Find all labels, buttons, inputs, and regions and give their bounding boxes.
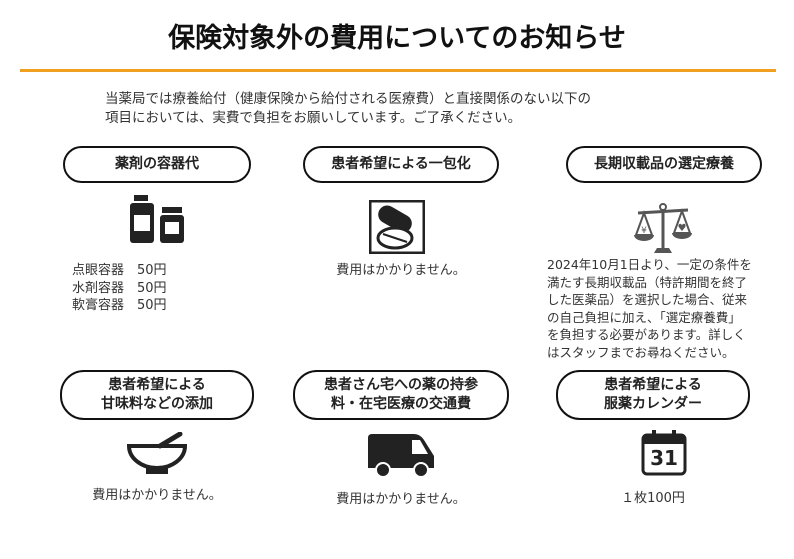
balance-scale-icon: ¥♥ (634, 203, 692, 253)
medicine-bottles-icon (130, 195, 184, 243)
item-label-container-fee: 薬剤の容器代 (63, 146, 251, 183)
intro-line: 項目においては、実費で負担をお願いしています。ご了承ください。 (105, 110, 522, 126)
text-line: の自己負担に加え、「選定療養費」 (547, 309, 741, 325)
item-label-one-pack: 患者希望による一包化 (303, 146, 499, 183)
label-text: 料・在宅医療の交通費 (331, 396, 471, 412)
text-line: はスタッフまでお尋ねください。 (547, 344, 735, 360)
calendar-icon: 31 (641, 430, 687, 476)
title-divider (20, 69, 776, 72)
mortar-bowl-icon (126, 432, 188, 474)
delivery-truck-icon (368, 434, 434, 478)
label-text: 患者さん宅への薬の持参 (324, 377, 478, 393)
item-label-selected-care: 長期収載品の選定療養 (566, 146, 762, 183)
text-line: 2024年10月1日より、一定の条件を (547, 257, 752, 272)
text-line: 満たす長期収載品（特許期間を終了 (547, 274, 748, 290)
item-text: 費用はかかりません。 (336, 263, 466, 278)
price-line: 点眼容器 50円 (72, 263, 167, 278)
price-line: 水剤容器 50円 (72, 280, 167, 296)
label-text: 服薬カレンダー (604, 396, 702, 412)
price-line: 軟膏容器 50円 (72, 298, 167, 313)
text-line: した医薬品）を選択した場合、従来 (547, 292, 748, 307)
label-text: 患者希望による一包化 (331, 156, 471, 172)
intro-text: 当薬局では療養給付（健康保険から給付される医療費）と直接関係のない以下の 項目に… (105, 90, 591, 128)
calendar-day: 31 (650, 446, 678, 470)
item-text: 点眼容器 50円 水剤容器 50円 軟膏容器 50円 (72, 262, 167, 315)
text-line: を負担する必要があります。詳しく (547, 327, 746, 342)
item-label-calendar: 患者希望による服薬カレンダー (556, 370, 750, 420)
pill-packet-icon (369, 200, 425, 254)
svg-text:♥: ♥ (678, 223, 687, 234)
page-title: 保険対象外の費用についてのお知らせ (168, 23, 626, 54)
intro-line: 当薬局では療養給付（健康保険から給付される医療費）と直接関係のない以下の (105, 91, 591, 107)
item-text: 費用はかかりません。 (92, 488, 222, 503)
label-text: 長期収載品の選定療養 (594, 156, 734, 172)
label-text: 患者希望による (604, 377, 702, 393)
item-label-sweetener: 患者希望による甘味料などの添加 (60, 370, 254, 420)
item-text: 費用はかかりません。 (336, 492, 466, 507)
item-text: １枚100円 (621, 491, 685, 506)
item-text: 2024年10月1日より、一定の条件を 満たす長期収載品（特許期間を終了 した医… (547, 256, 752, 361)
item-label-delivery: 患者さん宅への薬の持参料・在宅医療の交通費 (293, 370, 509, 420)
svg-text:¥: ¥ (641, 226, 647, 236)
label-text: 薬剤の容器代 (115, 156, 199, 172)
label-text: 甘味料などの添加 (101, 396, 213, 412)
label-text: 患者希望による (108, 377, 206, 393)
